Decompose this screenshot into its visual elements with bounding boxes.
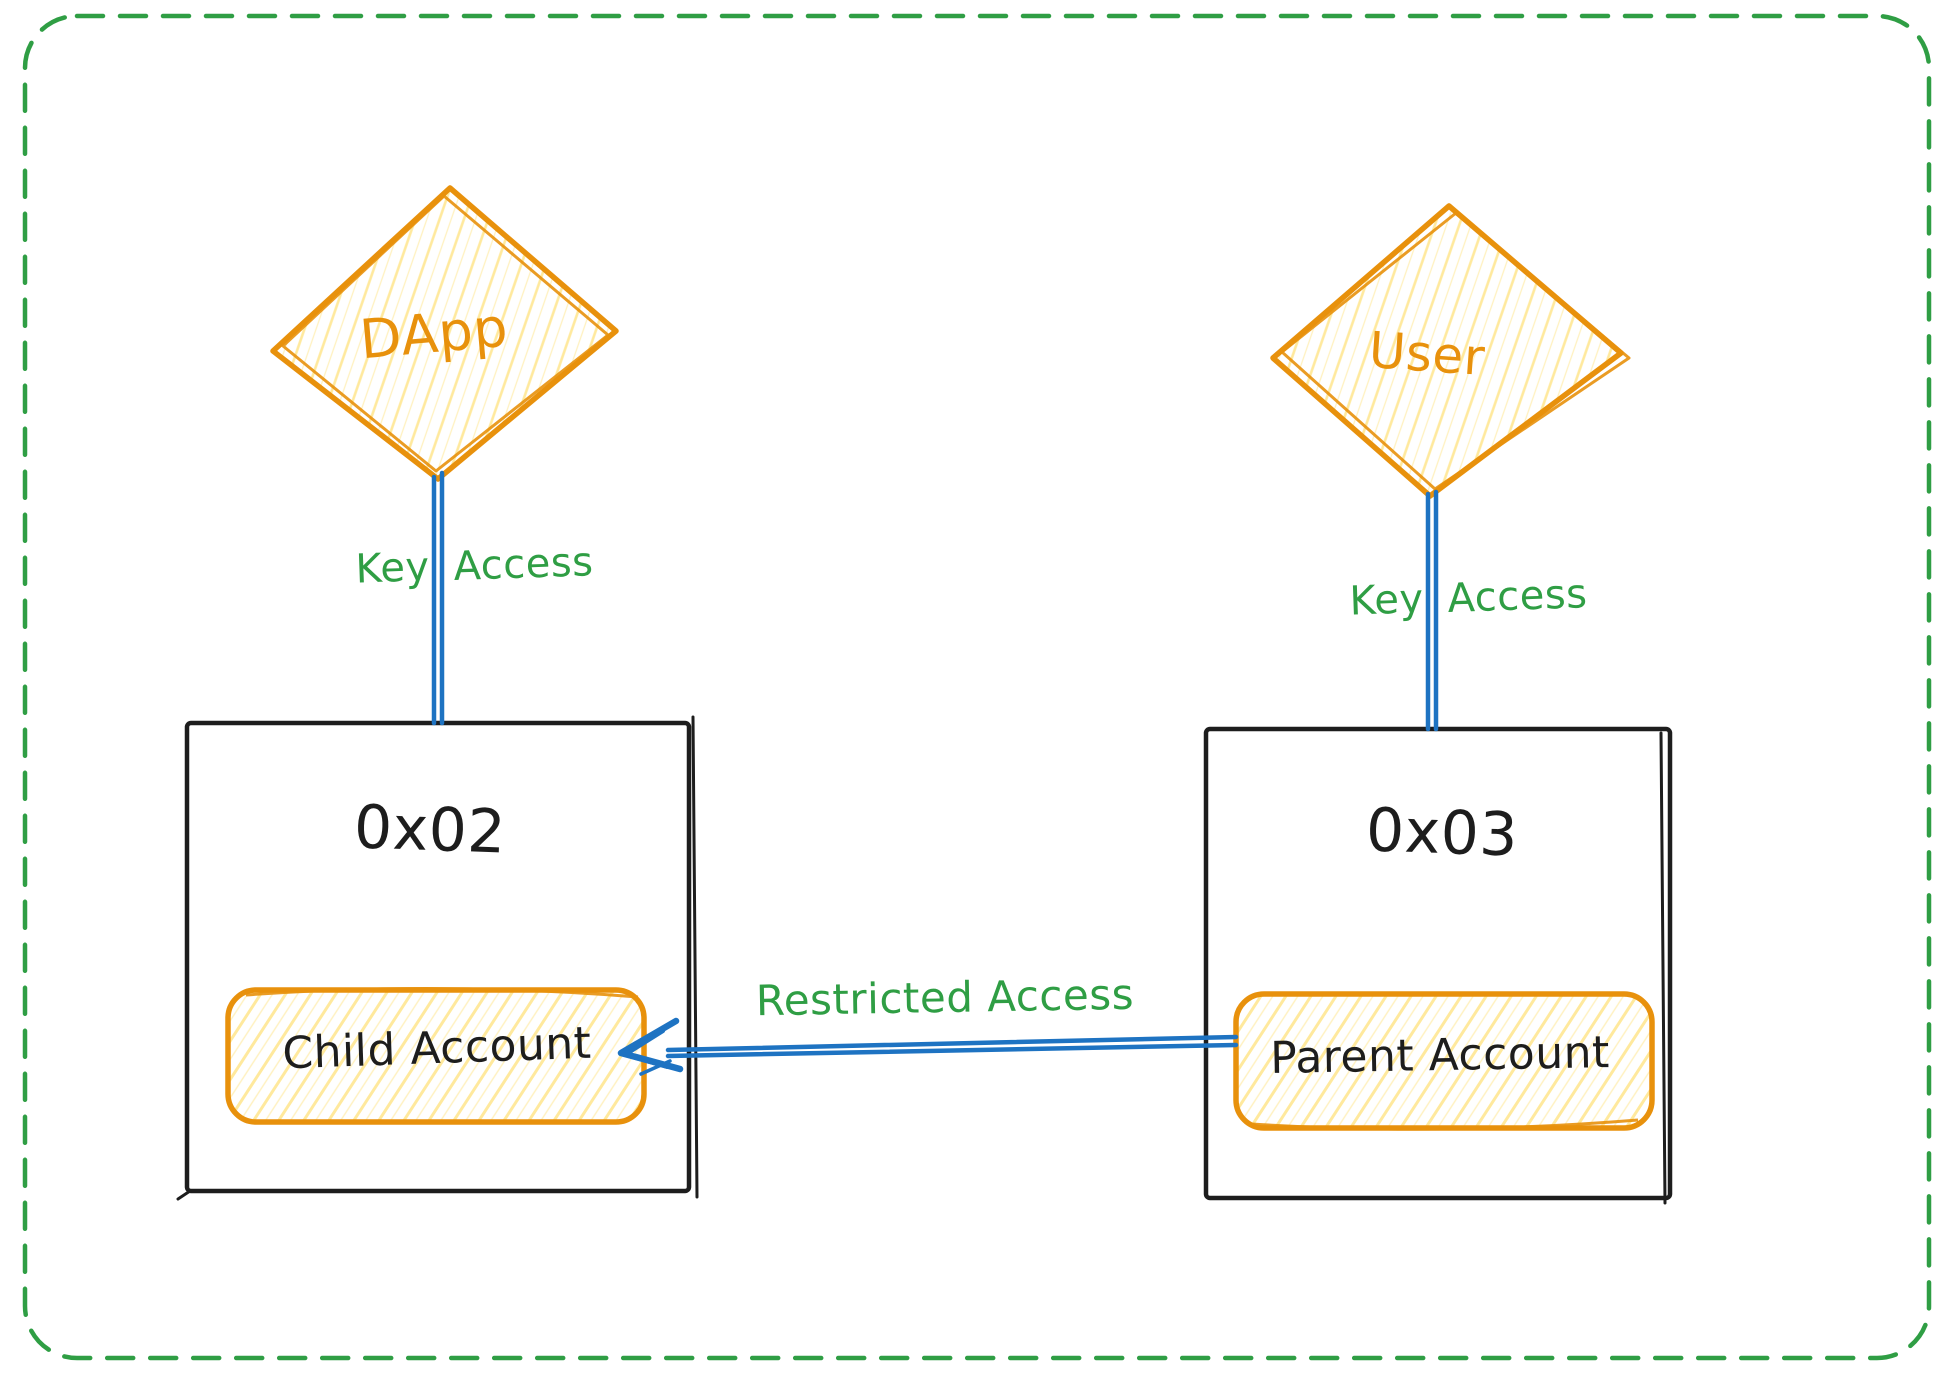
restricted-access-label: Restricted Access <box>755 970 1134 1026</box>
dapp-diamond-sketch-stroke <box>281 194 610 473</box>
wallet-address-0x02: 0x02 <box>353 792 507 867</box>
child-account-pill: Child Account <box>225 986 647 1125</box>
restricted-arrow-head-sketch <box>623 1029 669 1069</box>
wallet-box-0x02-outline <box>184 720 692 1194</box>
restricted-arrow-shaft-2 <box>665 1042 1239 1059</box>
parent-account-pill: Parent Account <box>1233 991 1655 1131</box>
child-account-pill-sketch-stroke <box>245 986 639 999</box>
restricted-arrow-shaft-1 <box>665 1034 1239 1053</box>
key-access-word-key: Key <box>1349 576 1425 625</box>
dapp-diamond: DApp <box>270 185 619 482</box>
key-access-word-key: Key <box>355 544 431 593</box>
key-access-word-access: Access <box>453 539 594 590</box>
user-key-access-connector <box>1425 489 1439 732</box>
dapp-label: DApp <box>357 296 510 372</box>
dashed-frame-border <box>22 13 1932 1361</box>
key-access-word-access: Access <box>1447 571 1588 622</box>
wallet-box-0x03-sketch-edge <box>1659 731 1667 1205</box>
user-label: User <box>1367 321 1487 387</box>
restricted-arrow-head-flick <box>639 1059 672 1076</box>
dapp-key-access-label: Key Access <box>355 539 594 592</box>
wallet-box-0x02-sketch-corner <box>176 1189 192 1201</box>
wallet-box-0x03: 0x03 Parent Account <box>1203 726 1673 1205</box>
parent-account-pill-sketch-stroke <box>1251 1118 1639 1131</box>
wallet-box-0x02: 0x02 Child Account <box>176 715 699 1201</box>
dapp-key-access-connector <box>431 470 445 726</box>
child-account-label: Child Account <box>282 1018 593 1080</box>
user-diamond-sketch-stroke <box>1280 211 1631 491</box>
wallet-box-0x02-sketch-edge <box>691 715 699 1199</box>
user-diamond: User <box>1270 203 1631 499</box>
user-key-access-label: Key Access <box>1349 571 1588 624</box>
parent-account-label: Parent Account <box>1270 1027 1610 1084</box>
restricted-access-arrow <box>617 1017 1239 1076</box>
wallet-address-0x03: 0x03 <box>1365 795 1519 870</box>
